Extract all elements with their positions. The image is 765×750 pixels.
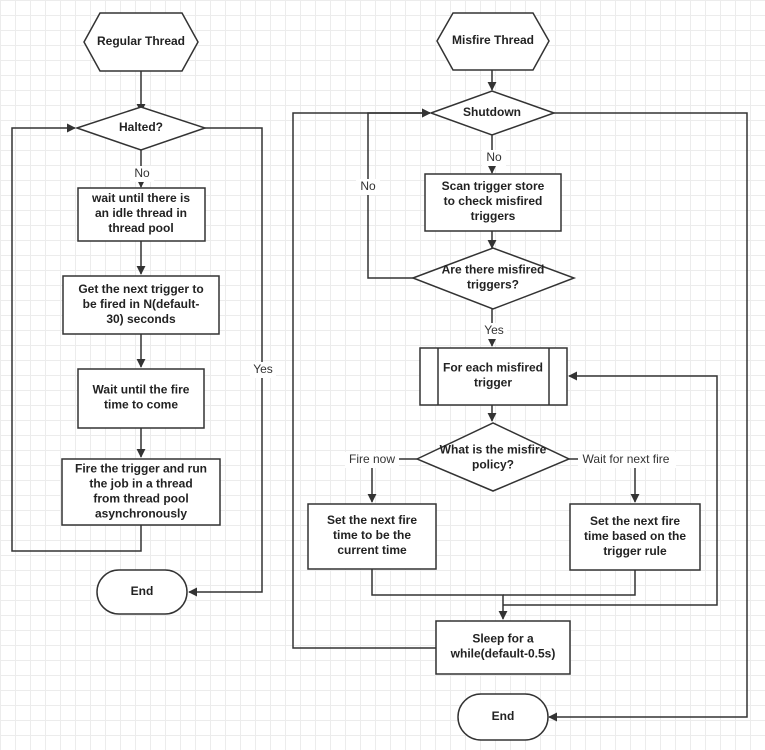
misfire-end-node — [457, 693, 549, 741]
scan-store-label-line: Scan trigger store — [442, 179, 545, 193]
halted-label: Halted? — [119, 120, 163, 134]
halted-yes-label: Yes — [253, 362, 273, 376]
any-misfired-no-label-line: No — [360, 179, 376, 193]
edge-set-rule-merge — [503, 570, 636, 596]
set-trigger-rule-box — [569, 503, 701, 571]
shutdown-no-label: No — [486, 150, 502, 164]
get-next-trigger-box — [62, 275, 220, 335]
edge-set-current-merge — [371, 569, 508, 620]
wait-fire-time-box — [77, 368, 205, 429]
wait-idle-label-line: thread pool — [108, 221, 173, 235]
halted-label-line: Halted? — [119, 120, 163, 134]
wait-idle-box — [77, 187, 206, 242]
regular-start-label-line: Regular Thread — [97, 34, 185, 48]
for-each-misfired-label-line: For each misfired — [443, 361, 543, 375]
wait-fire-time-label-line: Wait until the fire — [93, 383, 190, 397]
misfire-end-label: End — [492, 709, 515, 723]
any-misfired-yes-label: Yes — [484, 323, 504, 337]
shutdown-label: Shutdown — [463, 105, 521, 119]
any-misfired-label-line: Are there misfired — [442, 263, 545, 277]
get-next-trigger-label-line: Get the next trigger to — [78, 282, 203, 296]
edge-any-misfired-no-loop — [367, 108, 431, 279]
scan-store-label-line: to check misfired — [444, 194, 543, 208]
fire-and-run-box — [61, 458, 221, 526]
shutdown-label-line: Shutdown — [463, 105, 521, 119]
set-current-time-label-line: time to be the — [333, 528, 411, 542]
shutdown-no-label-line: No — [486, 150, 502, 164]
regular-start-label: Regular Thread — [97, 34, 185, 48]
fire-and-run-label-line: the job in a thread — [89, 477, 192, 491]
set-current-time-label-line: current time — [337, 543, 407, 557]
edge-halted-yes-to-end — [188, 127, 263, 597]
regular-end-node — [96, 569, 188, 615]
for-each-misfired-label-line: trigger — [474, 376, 512, 390]
fire-now-label-line: Fire now — [349, 452, 395, 466]
misfire-start-label-line: Misfire Thread — [452, 33, 534, 47]
for-each-misfired-box — [419, 347, 568, 406]
wait-fire-time-label-line: time to come — [104, 398, 178, 412]
wait-idle-label-line: an idle thread in — [95, 206, 187, 220]
get-next-trigger-label-line: be fired in N(default- — [83, 297, 200, 311]
misfire-end-label-line: End — [492, 709, 515, 723]
wait-idle-label-line: wait until there is — [91, 191, 190, 205]
set-trigger-rule-label-line: trigger rule — [603, 544, 667, 558]
scan-store-label-line: triggers — [471, 209, 516, 223]
set-trigger-rule-label-line: time based on the — [584, 529, 686, 543]
fire-and-run-label-line: from thread pool — [93, 492, 188, 506]
halted-no-label-line: No — [134, 166, 150, 180]
wait-next-fire-label: Wait for next fire — [583, 452, 670, 466]
fire-now-label: Fire now — [349, 452, 395, 466]
misfire-policy-label-line: What is the misfire — [440, 443, 547, 457]
edge-loop-back-to-for-each — [503, 371, 718, 606]
wait-next-fire-label-line: Wait for next fire — [583, 452, 670, 466]
any-misfired-no-label: No — [360, 179, 376, 193]
sleep-box — [435, 620, 571, 675]
fire-and-run-label-line: asynchronously — [95, 507, 187, 521]
any-misfired-yes-label-line: Yes — [484, 323, 504, 337]
regular-start-node — [83, 12, 199, 72]
regular-end-label-line: End — [131, 584, 154, 598]
edge-shutdown-yes-to-end — [548, 112, 748, 722]
edge-loop-back-to-halted — [11, 123, 142, 552]
regular-end-label: End — [131, 584, 154, 598]
misfire-start-node — [436, 12, 550, 71]
fire-and-run-label-line: Fire the trigger and run — [75, 462, 207, 476]
halted-yes-label-line: Yes — [253, 362, 273, 376]
sleep-label-line: while(default-0.5s) — [450, 647, 556, 661]
get-next-trigger-label-line: 30) seconds — [106, 312, 176, 326]
halted-no-label: No — [134, 166, 150, 180]
any-misfired-label-line: triggers? — [467, 278, 519, 292]
sleep-label-line: Sleep for a — [472, 632, 534, 646]
scan-store-box — [424, 173, 562, 232]
set-current-time-label-line: Set the next fire — [327, 513, 417, 527]
set-trigger-rule-label-line: Set the next fire — [590, 514, 680, 528]
set-current-time-box — [307, 503, 437, 570]
edge-sleep-back-to-shutdown — [292, 108, 436, 649]
any-misfired-decision — [410, 247, 577, 310]
misfire-policy-decision — [415, 422, 571, 492]
shutdown-decision — [428, 90, 557, 136]
misfire-start-label: Misfire Thread — [452, 33, 534, 47]
misfire-policy-label-line: policy? — [472, 458, 514, 472]
halted-decision — [74, 106, 208, 151]
